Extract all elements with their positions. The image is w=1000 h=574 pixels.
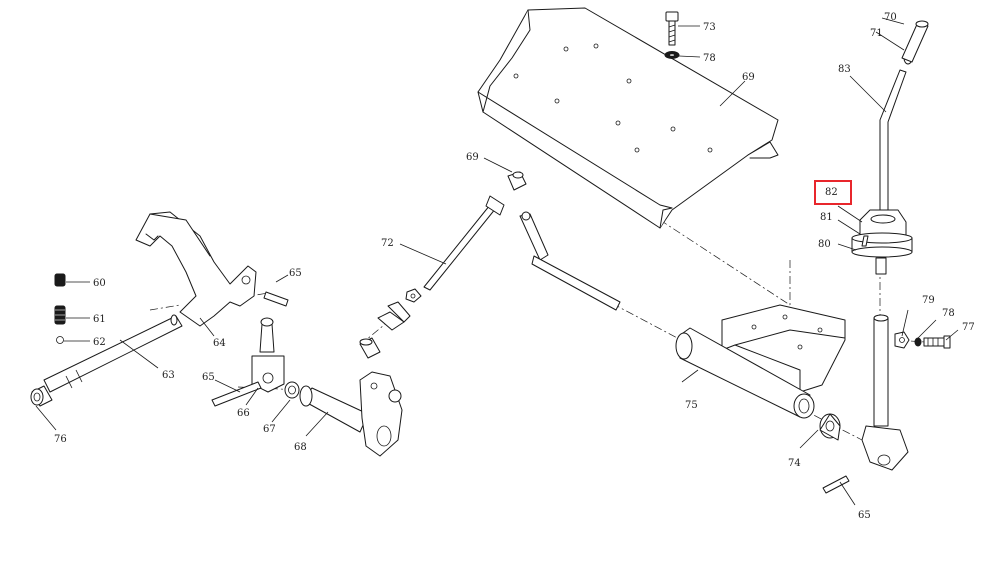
shift-shaft-63 — [43, 314, 183, 393]
bracket — [721, 304, 846, 393]
shaft-68 — [299, 371, 403, 457]
bolt-73 — [665, 11, 679, 46]
shift-lever — [877, 20, 929, 223]
shift-fork-64 — [135, 211, 257, 327]
washer-78-top — [664, 51, 680, 59]
clevis-rod — [359, 301, 411, 359]
lever-boot — [851, 209, 913, 275]
callout-66: 66 — [237, 408, 250, 419]
nut-rod — [405, 288, 422, 303]
callout-78-right: 78 — [942, 308, 955, 319]
callout-73: 73 — [703, 22, 716, 33]
callout-65-right: 65 — [858, 510, 871, 521]
callout-74: 74 — [788, 458, 801, 469]
set-screw-60 — [54, 273, 66, 287]
callout-68: 68 — [294, 442, 307, 453]
washer-67 — [284, 381, 300, 399]
vertical-shaft — [861, 314, 909, 471]
callout-64: 64 — [213, 338, 226, 349]
bushing-76 — [30, 385, 53, 407]
callout-76: 76 — [54, 434, 67, 445]
callout-67: 67 — [263, 424, 276, 435]
callout-71: 71 — [870, 28, 883, 39]
rod-72 — [423, 195, 505, 291]
callout-60: 60 — [93, 278, 106, 289]
callout-labels: 60 61 62 63 64 65 65 66 67 68 76 69 72 7… — [54, 12, 975, 521]
lever-66 — [251, 317, 285, 393]
highlight-box-82 — [814, 180, 852, 205]
pin-65-mid — [211, 381, 262, 407]
callout-62: 62 — [93, 337, 106, 348]
bolt-77-group — [894, 331, 951, 349]
callout-69-small: 69 — [466, 152, 479, 163]
spring-61 — [54, 305, 66, 325]
leader-lines — [35, 17, 959, 506]
bushing-69-small — [507, 171, 527, 191]
tube-75 — [675, 327, 815, 419]
callout-78-top: 78 — [703, 53, 716, 64]
ball-62 — [56, 336, 64, 344]
callout-81: 81 — [820, 212, 833, 223]
callout-70: 70 — [884, 12, 897, 23]
callout-61: 61 — [93, 314, 106, 325]
callout-80: 80 — [818, 239, 831, 250]
callout-63: 63 — [162, 370, 175, 381]
pin-65-right — [822, 475, 850, 494]
callout-69-plate: 69 — [742, 72, 755, 83]
crank-rod — [519, 211, 621, 311]
callout-65-mid: 65 — [202, 372, 215, 383]
callout-65-left: 65 — [289, 268, 302, 279]
pin-65-left — [263, 291, 289, 307]
callout-83: 83 — [838, 64, 851, 75]
callout-79: 79 — [922, 295, 935, 306]
callout-75: 75 — [685, 400, 698, 411]
callout-72: 72 — [381, 238, 394, 249]
callout-77: 77 — [962, 322, 975, 333]
callout-82: 82 — [825, 187, 838, 198]
bushing-74 — [819, 413, 841, 441]
top-plate — [477, 7, 779, 229]
